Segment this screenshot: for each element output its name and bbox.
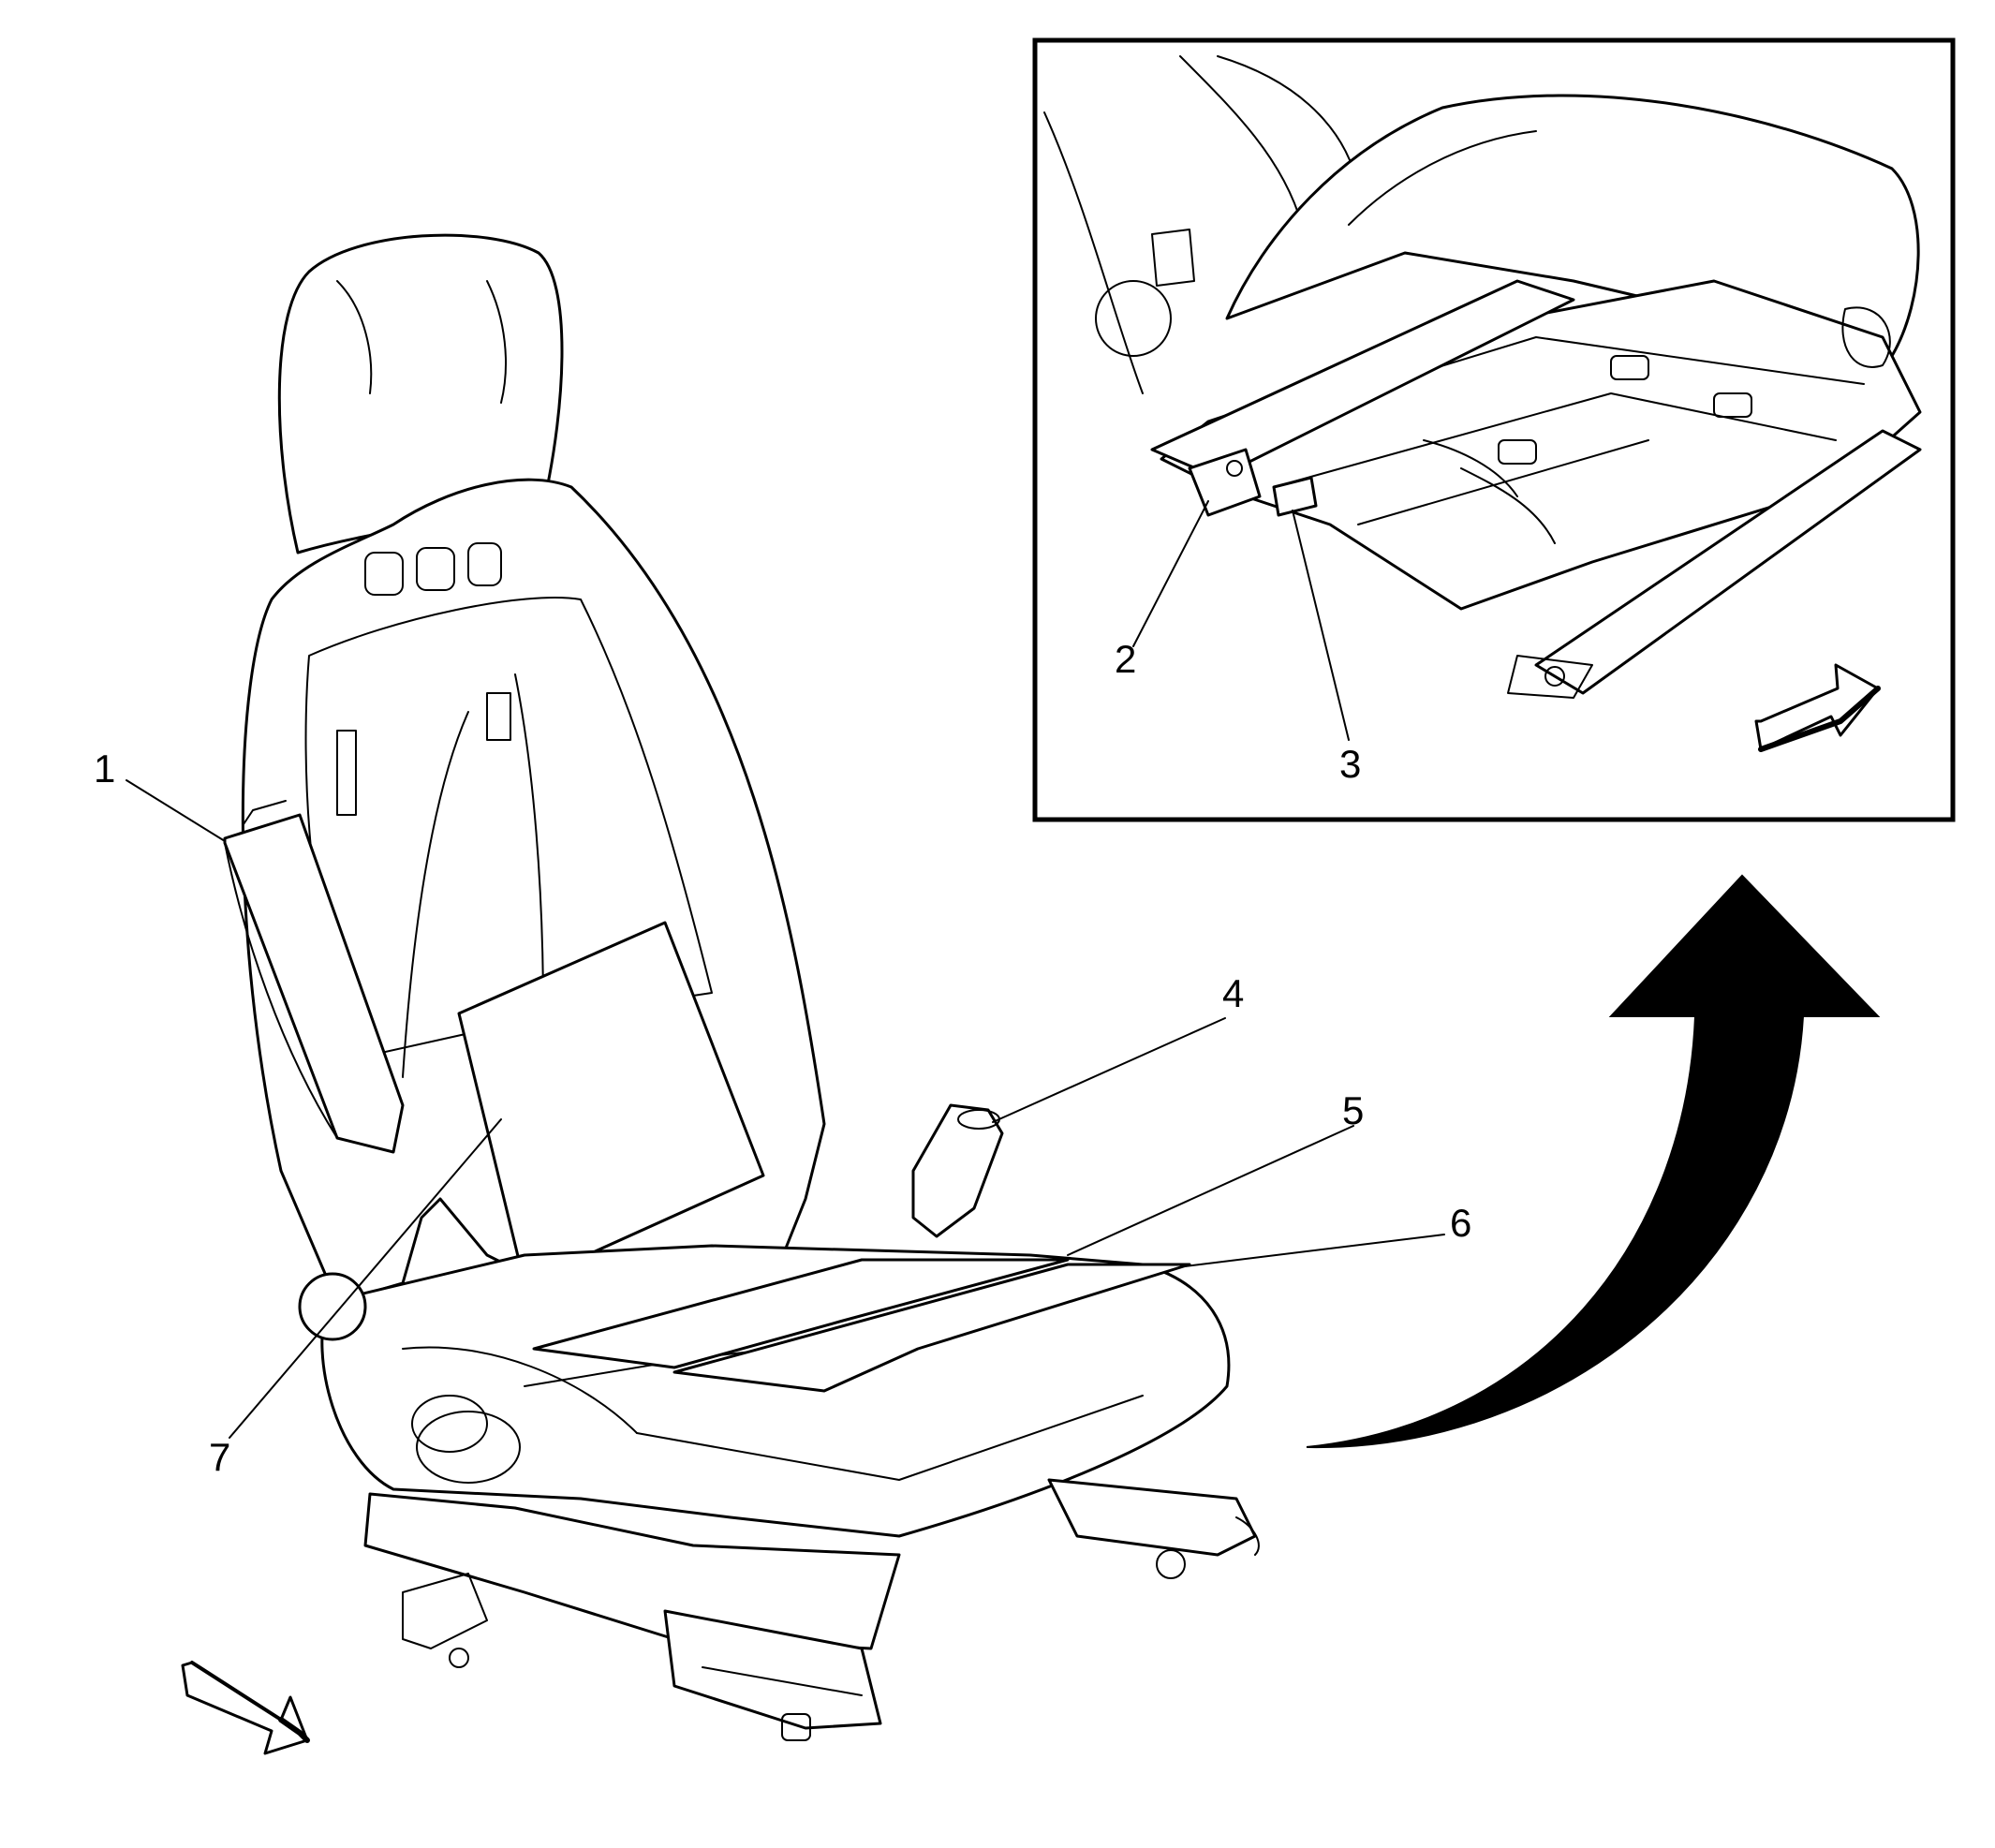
inset-sensor-module-3: [1272, 476, 1318, 517]
front-direction-arrow-inset: [1754, 663, 1881, 752]
callout-6: 6: [1450, 1201, 1471, 1245]
callout-4: 4: [1222, 971, 1244, 1015]
curved-view-arrow-icon: [1306, 874, 1881, 1449]
front-direction-arrow-main-icon: [181, 1661, 309, 1755]
inset-view: [1032, 37, 1956, 822]
seat-adjuster-rail-right: [1047, 1478, 1257, 1557]
seat-cushion-sensor-mat-lower: [672, 1263, 1191, 1393]
seat-adjuster-rail-left: [663, 1609, 882, 1730]
callout-7: 7: [209, 1435, 230, 1479]
callout-3: 3: [1339, 742, 1361, 786]
seatback-sensor-mat: [457, 921, 765, 1285]
front-direction-arrow-main: [181, 1661, 310, 1755]
callout-leaders: [126, 500, 1445, 1439]
callout-5: 5: [1342, 1088, 1364, 1132]
callout-2: 2: [1115, 637, 1136, 681]
seat-belt-buckle: [911, 1103, 1004, 1238]
seat-side-shield: [363, 1492, 901, 1650]
inset-adjuster-rail-right: [1534, 429, 1922, 695]
callout-1: 1: [94, 747, 115, 791]
seat-assembly: [223, 233, 1260, 1741]
seat-cushion-sensor-mat-upper: [532, 1258, 1070, 1369]
